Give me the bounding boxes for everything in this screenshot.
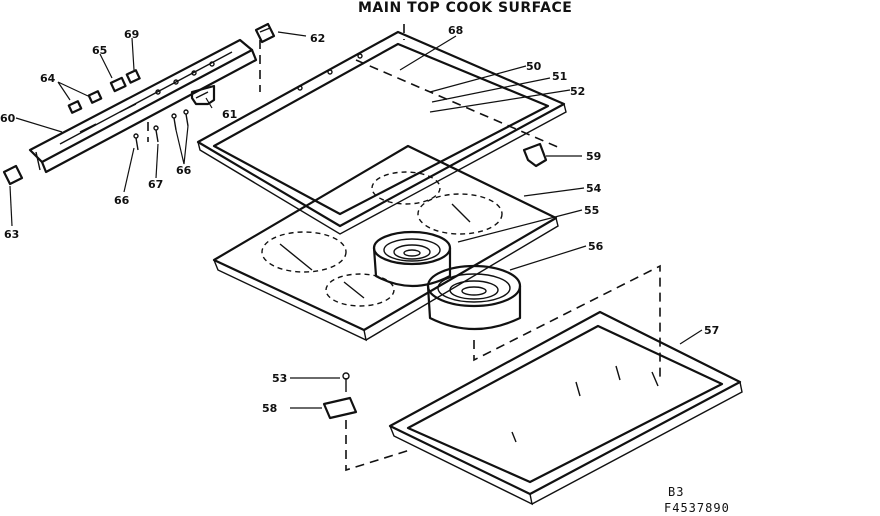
- callout-60: 60: [0, 112, 16, 125]
- callout-68: 68: [448, 24, 463, 37]
- callout-62: 62: [310, 32, 325, 45]
- callout-65: 65: [92, 44, 107, 57]
- callout-64: 64: [40, 72, 56, 85]
- section-code: B3: [668, 485, 684, 499]
- callout-61: 61: [222, 108, 237, 121]
- knob-clips: [67, 69, 141, 114]
- trim-screws: [133, 109, 189, 151]
- callout-56: 56: [588, 240, 604, 253]
- control-trim-bar: [28, 38, 258, 174]
- callout-66-right: 66: [176, 164, 192, 177]
- bracket-screw: [342, 372, 350, 392]
- burner-element-rear: [372, 230, 452, 287]
- burner-element-front: [426, 264, 522, 331]
- callout-58: 58: [262, 402, 277, 415]
- callout-52: 52: [570, 85, 585, 98]
- top-bracket: [254, 22, 276, 44]
- figure-code: F4537890: [664, 501, 730, 515]
- diagram-title: MAIN TOP COOK SURFACE: [358, 0, 572, 16]
- callout-50: 50: [526, 60, 542, 73]
- callout-57: 57: [704, 324, 719, 337]
- callout-63: 63: [4, 228, 19, 241]
- hold-down-bracket: [322, 396, 358, 420]
- callout-59: 59: [586, 150, 601, 163]
- callout-54: 54: [586, 182, 602, 195]
- corner-clip: [522, 142, 548, 168]
- glass-cooktop: [212, 144, 559, 342]
- callout-66-left: 66: [114, 194, 130, 207]
- callout-69: 69: [124, 28, 139, 41]
- callout-67: 67: [148, 178, 163, 191]
- main-top-frame: [196, 30, 567, 235]
- mounting-bracket: [190, 84, 216, 106]
- burner-box: [388, 310, 743, 506]
- callout-51: 51: [552, 70, 567, 83]
- leader-lines: [9, 31, 703, 409]
- callout-53: 53: [272, 372, 287, 385]
- end-cap: [2, 164, 24, 186]
- assembly-dashed-lines: [147, 24, 661, 472]
- callout-55: 55: [584, 204, 599, 217]
